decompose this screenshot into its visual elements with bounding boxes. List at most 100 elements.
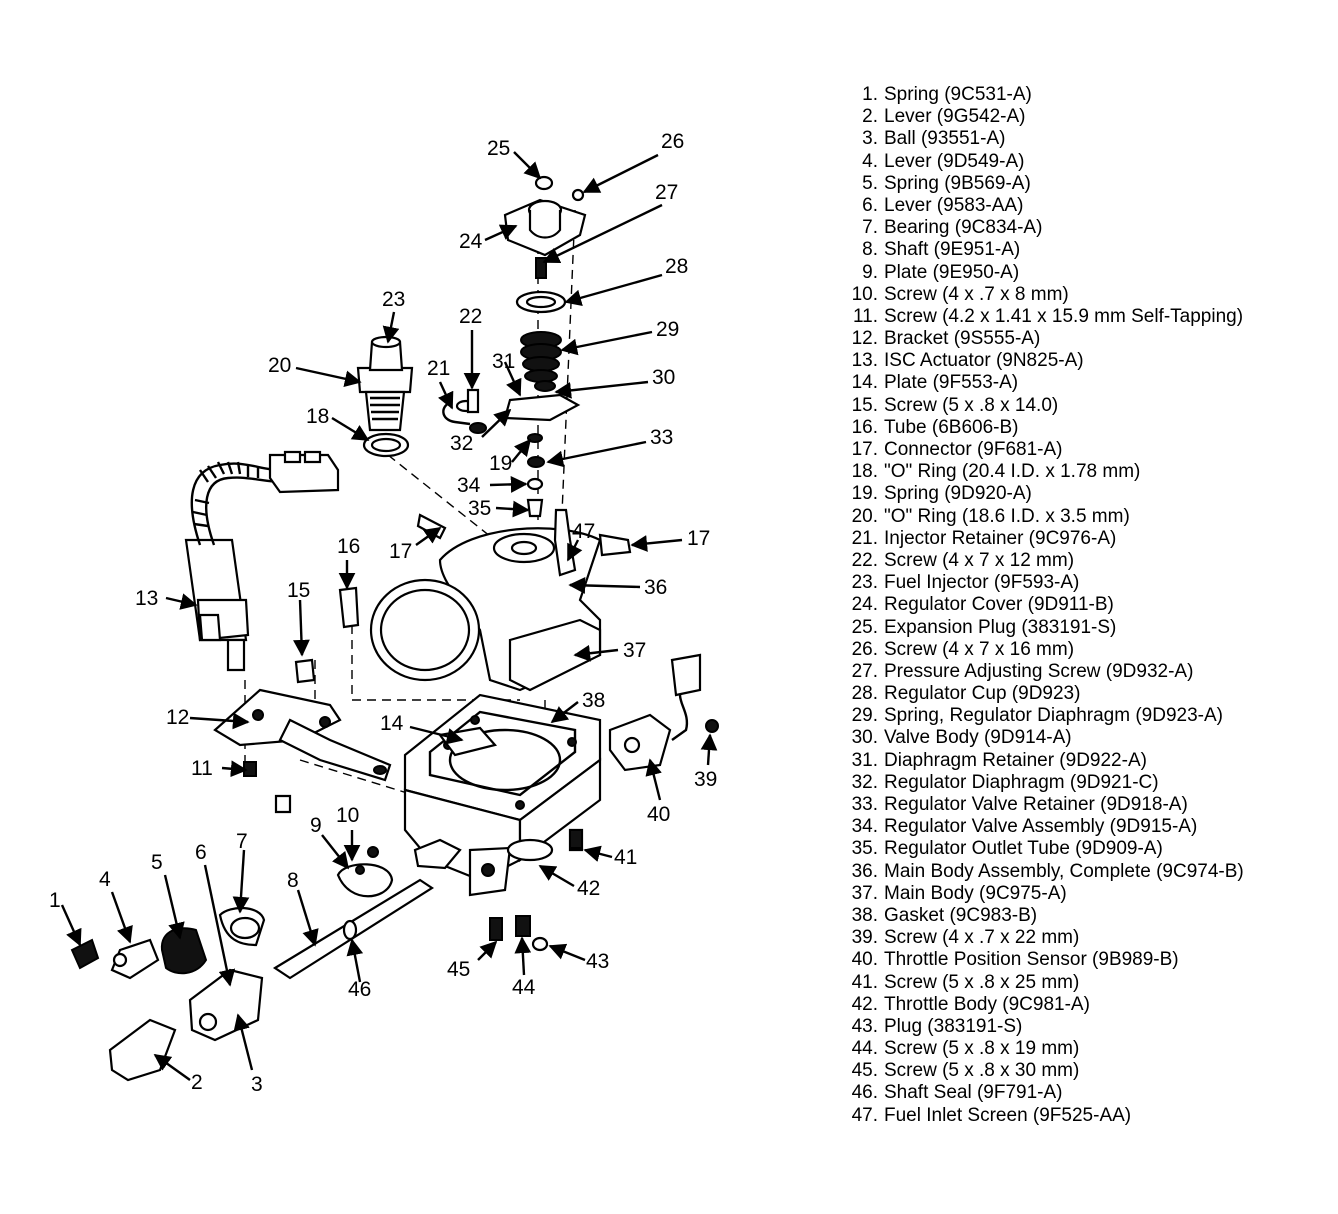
legend-item: 43.Plug (383191-S) (845, 1016, 1325, 1038)
legend-item-label: Regulator Cup (9D923) (884, 683, 1081, 705)
callout-26: 26 (661, 130, 684, 153)
legend-item: 7. Bearing (9C834-A) (845, 217, 1325, 239)
legend-item: 13.ISC Actuator (9N825-A) (845, 350, 1325, 372)
parts-legend: 1.Spring (9C531-A)2.Lever (9G542-A)3.Bal… (845, 84, 1325, 1127)
legend-item: 28. Regulator Cup (9D923) (845, 683, 1325, 705)
callout-34: 34 (457, 474, 481, 497)
legend-item-number: 20. (851, 505, 878, 527)
callout-30: 30 (652, 366, 675, 389)
callout-44: 44 (512, 976, 536, 999)
legend-item-number: 31. (851, 749, 878, 771)
legend-item-label: ISC Actuator (9N825-A) (884, 350, 1084, 372)
legend-item-number: 2. (862, 106, 878, 128)
callout-labels: 1 2 3 4 5 6 7 8 9 10 11 12 13 14 15 16 1… (49, 130, 717, 1096)
legend-item-label: Ball (93551-A) (884, 128, 1006, 150)
callout-12: 12 (166, 706, 189, 729)
legend-item-label: Connector (9F681-A) (884, 439, 1063, 460)
callout-1: 1 (49, 889, 61, 912)
callout-15: 15 (287, 579, 310, 602)
legend-item-label: Shaft (9E951-A) (884, 239, 1021, 261)
legend-item-number: 38. (851, 904, 878, 926)
legend-item-label: Screw (5 x .8 x 19 mm) (884, 1038, 1080, 1060)
callout-47: 47 (572, 520, 595, 543)
legend-item-label: Regulator Cover (9D911-B) (884, 594, 1114, 616)
legend-item: 25.Expansion Plug (383191-S) (845, 617, 1325, 639)
legend-item: 37. Main Body (9C975-A) (845, 883, 1325, 905)
legend-item: 33.Regulator Valve Retainer (9D918-A) (845, 794, 1325, 816)
exploded-view-diagram: 1 2 3 4 5 6 7 8 9 10 11 12 13 14 15 16 1… (49, 130, 719, 1096)
legend-item-label: Bearing (9C834-A) (884, 217, 1043, 239)
legend-item-label: Screw (4 x 7 x 12 mm) (884, 549, 1075, 571)
legend-item: 26.Screw (4 x 7 x 16 mm) (845, 639, 1325, 661)
callout-20: 20 (268, 354, 291, 377)
legend-item: 30.Valve Body (9D914-A) (845, 727, 1325, 749)
legend-item: 35.Regulator Outlet Tube (9D909-A) (845, 838, 1325, 860)
legend-item-label: Tube (6B606-B) (884, 416, 1019, 438)
legend-item-number: 1. (862, 84, 878, 105)
callout-13: 13 (135, 587, 158, 610)
legend-item-number: 45. (851, 1060, 878, 1082)
legend-item: 45. Screw (5 x .8 x 30 mm) (845, 1060, 1325, 1082)
legend-item: 32.Regulator Diaphragm (9D921-C) (845, 772, 1325, 794)
legend-item: 19.Spring (9D920-A) (845, 483, 1325, 505)
main-body-shape (369, 508, 632, 692)
legend-item-number: 3. (862, 128, 878, 150)
legend-item: 39. Screw (4 x .7 x 22 mm) (845, 927, 1325, 949)
legend-item: 44. Screw (5 x .8 x 19 mm) (845, 1038, 1325, 1060)
legend-item-label: Main Body (9C975-A) (884, 882, 1067, 904)
legend-item: 15.Screw (5 x .8 x 14.0) (845, 395, 1325, 417)
legend-item: 38. Gasket (9C983-B) (845, 905, 1325, 927)
legend-item: 2.Lever (9G542-A) (845, 106, 1325, 128)
legend-item-label: Screw (5 x .8 x 14.0) (884, 394, 1059, 416)
callout-25: 25 (487, 137, 510, 160)
legend-item-number: 39. (851, 927, 878, 949)
legend-item: 46.Shaft Seal (9F791-A) (845, 1082, 1325, 1104)
legend-item: 20."O" Ring (18.6 I.D. x 3.5 mm) (845, 506, 1325, 528)
callout-21: 21 (427, 357, 450, 380)
legend-item-label: Screw (4 x .7 x 22 mm) (884, 927, 1080, 949)
callout-7: 7 (236, 830, 248, 853)
legend-item-number: 28. (851, 683, 878, 705)
legend-item-label: Screw (4.2 x 1.41 x 15.9 mm Self-Tapping… (884, 305, 1244, 327)
legend-item-number: 37. (851, 882, 878, 904)
legend-item: 24.Regulator Cover (9D911-B) (845, 594, 1325, 616)
legend-item-number: 11. (852, 305, 878, 327)
legend-item-number: 41. (851, 971, 878, 993)
legend-item: 12.Bracket (9S555-A) (845, 328, 1325, 350)
legend-item-label: Gasket (9C983-B) (884, 904, 1038, 926)
legend-item-number: 9. (862, 261, 878, 283)
legend-item: 47.Fuel Inlet Screen (9F525-AA) (845, 1105, 1325, 1127)
legend-item-label: Screw (4 x 7 x 16 mm) (884, 638, 1075, 660)
callout-19: 19 (489, 452, 512, 475)
callout-6: 6 (195, 841, 207, 864)
leader-lines (60, 151, 718, 1081)
legend-item-number: 43. (851, 1015, 878, 1037)
callout-39: 39 (694, 768, 717, 791)
callout-16: 16 (337, 535, 360, 558)
legend-item-number: 44. (851, 1038, 878, 1060)
legend-item-label: Lever (9583-AA) (884, 194, 1024, 216)
legend-item-number: 19. (851, 483, 878, 505)
legend-item-label: Lever (9D549-A) (884, 150, 1025, 172)
legend-item-number: 27. (851, 660, 878, 682)
callout-31: 31 (492, 350, 515, 373)
legend-item-number: 30. (851, 727, 878, 749)
isc-actuator-shape (184, 450, 340, 672)
legend-item: 4.Lever (9D549-A) (845, 151, 1325, 173)
callout-37: 37 (623, 639, 646, 662)
callout-42: 42 (577, 877, 600, 900)
legend-item: 14.Plate (9F553-A) (845, 372, 1325, 394)
callout-36: 36 (644, 576, 667, 599)
legend-item-number: 7. (862, 217, 878, 239)
legend-item-number: 36. (851, 860, 878, 882)
callout-8: 8 (287, 869, 299, 892)
legend-item: 5.Spring (9B569-A) (845, 173, 1325, 195)
callout-5: 5 (151, 851, 163, 874)
legend-item-label: Screw (5 x .8 x 30 mm) (884, 1060, 1080, 1082)
legend-item-label: Regulator Diaphragm (9D921-C) (884, 771, 1159, 793)
throttle-sensor-shape (608, 653, 719, 772)
legend-item-label: Screw (4 x .7 x 8 mm) (884, 283, 1069, 305)
legend-item-label: Pressure Adjusting Screw (9D932-A) (884, 660, 1194, 682)
callout-41: 41 (614, 846, 637, 869)
legend-item-label: Spring (9B569-A) (884, 172, 1031, 194)
